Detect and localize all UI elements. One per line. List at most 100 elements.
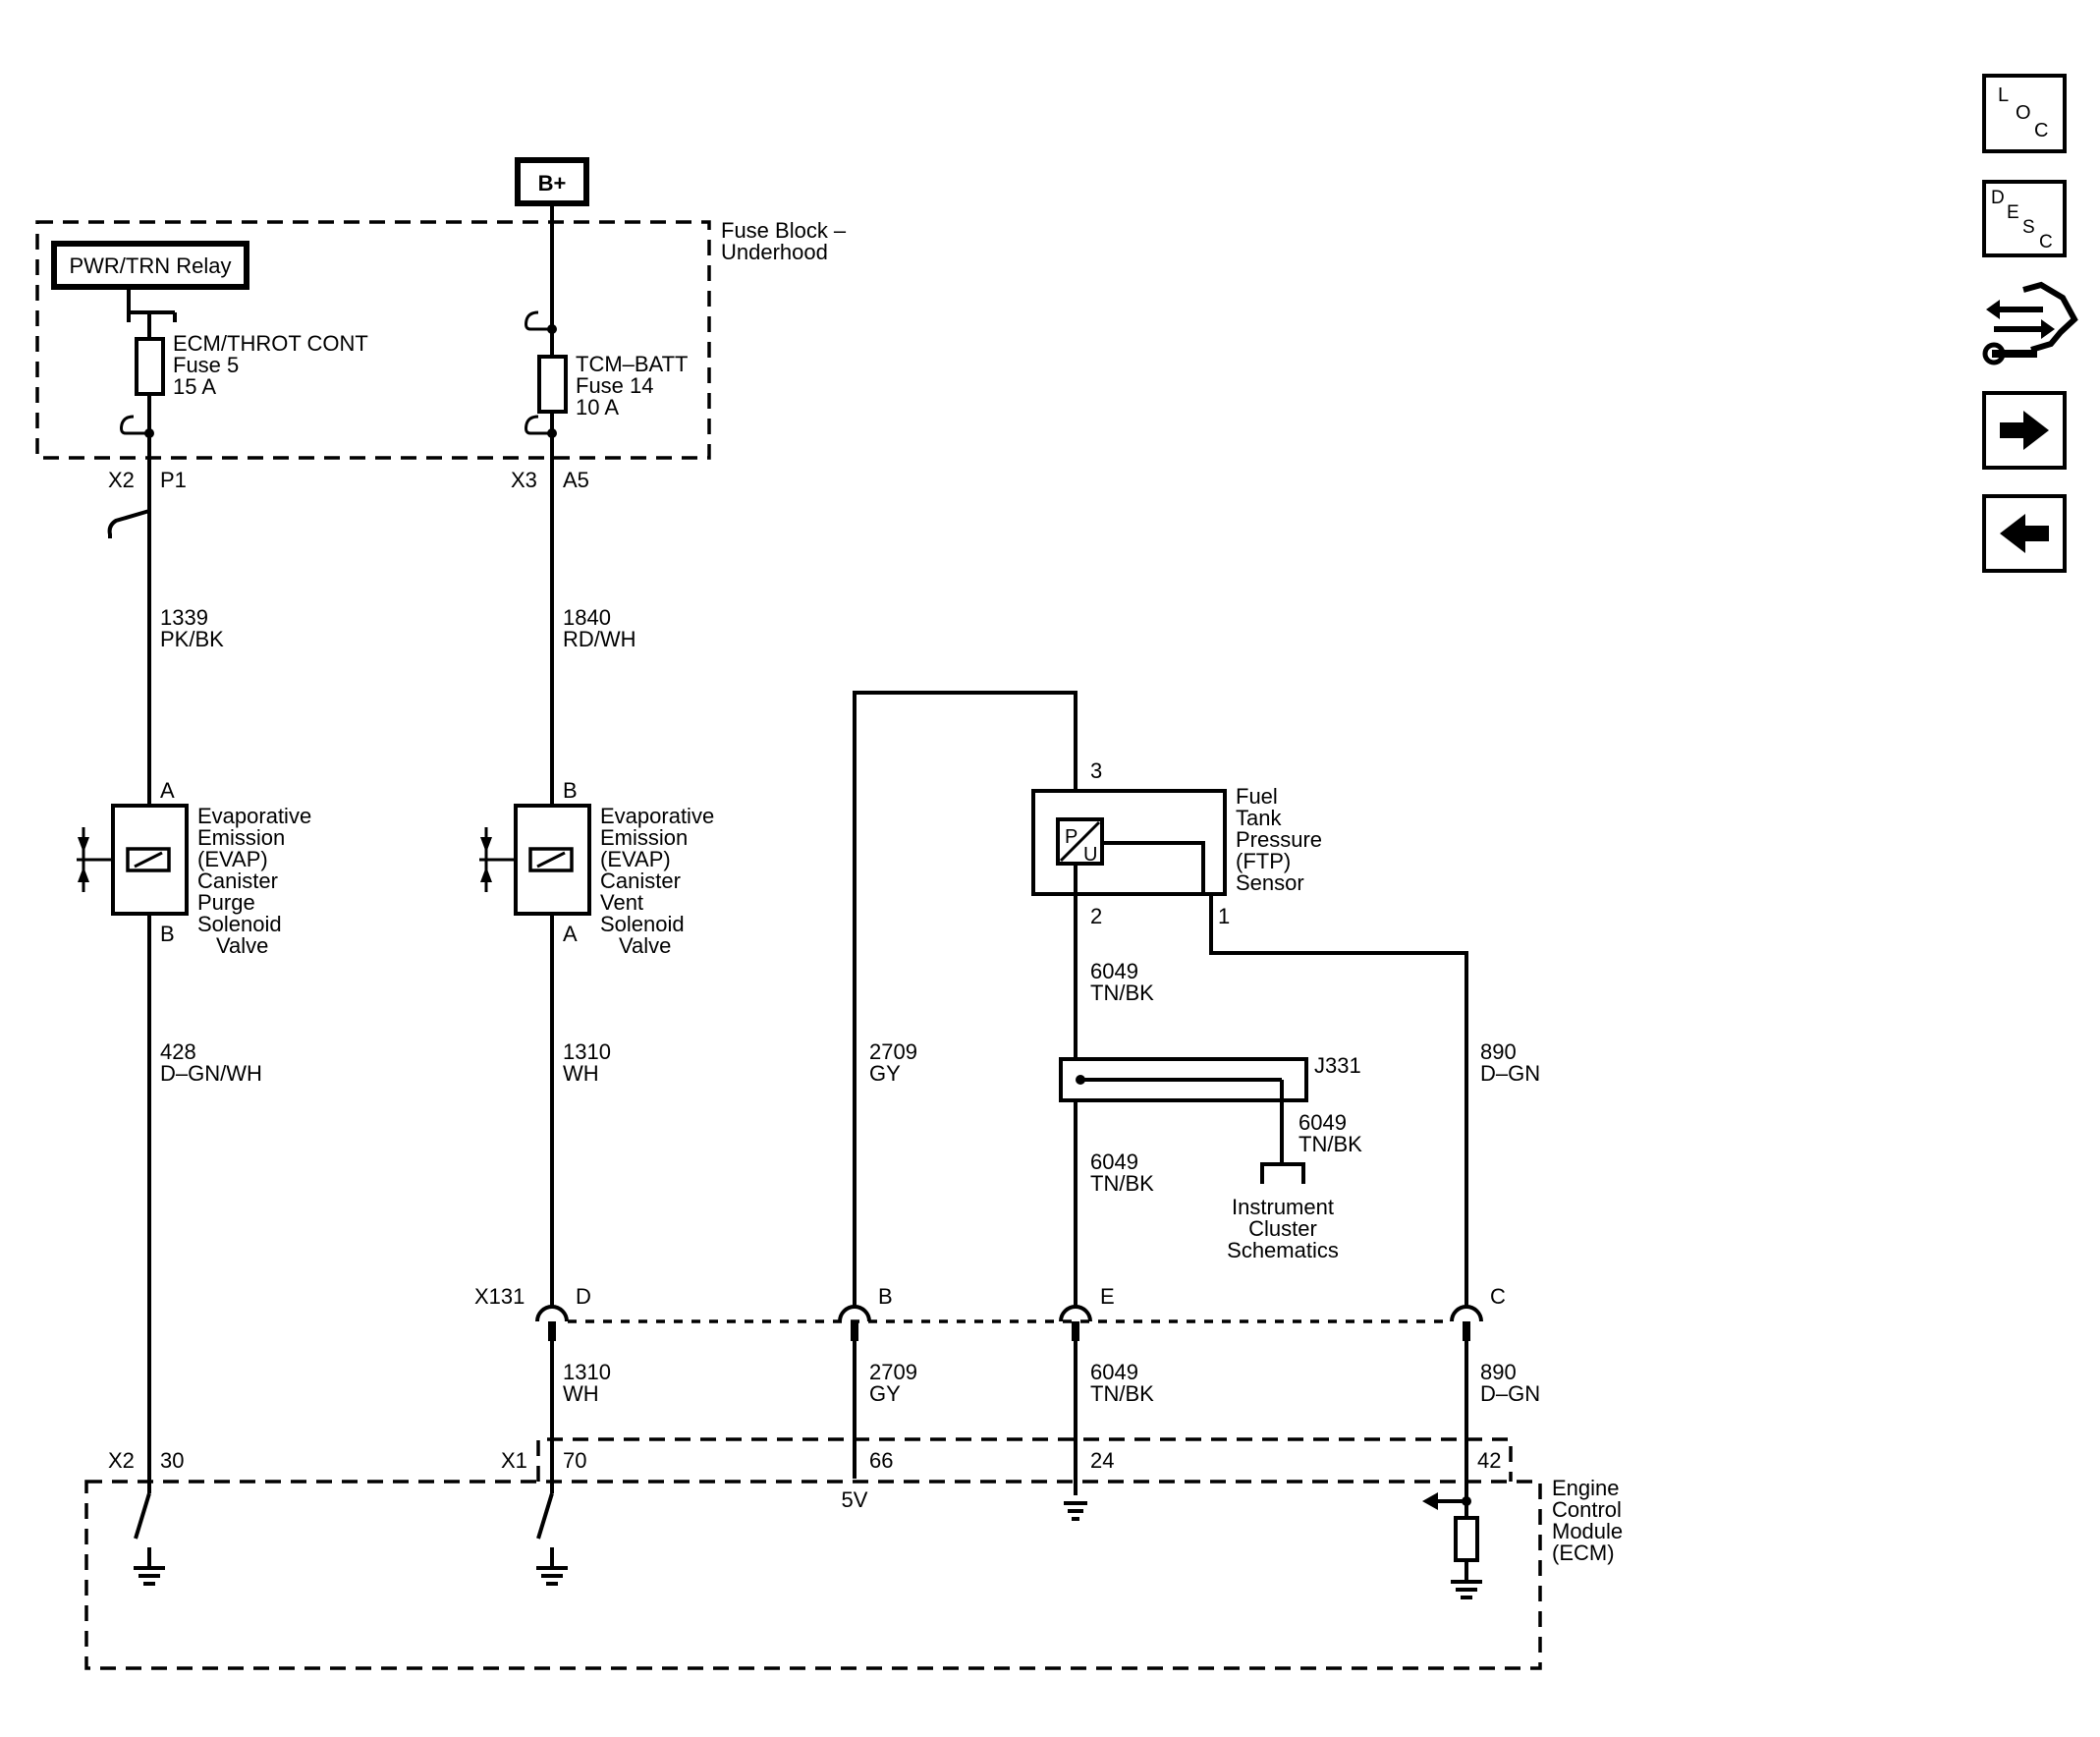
ftp-u-label: U [1083, 844, 1097, 866]
desc-letter-d: D [1991, 188, 2005, 208]
wire-6049-a-color: TN/BK [1090, 981, 1154, 1005]
x131-pin-c: C [1490, 1284, 1506, 1309]
next-arrow-button[interactable] [1982, 391, 2067, 470]
svg-text:Cluster: Cluster [1248, 1216, 1317, 1241]
connector-x2-bottom: X2 [108, 1448, 135, 1473]
svg-text:Module: Module [1552, 1519, 1623, 1543]
svg-text:Engine: Engine [1552, 1476, 1620, 1500]
loc-letter-o: O [2016, 102, 2031, 124]
fuse-14-label-1: TCM–BATT [576, 352, 688, 376]
x131-pin-d: D [576, 1284, 591, 1309]
wire-6049-b-num: 6049 [1090, 1149, 1138, 1174]
wire-1310-lower-num: 1310 [563, 1360, 611, 1384]
loc-letter-l: L [1998, 84, 2009, 106]
pwr-trn-relay-box [51, 241, 249, 290]
ecm-module [84, 1437, 1542, 1670]
svg-text:Pressure: Pressure [1236, 827, 1322, 852]
ftp-pin-2: 2 [1090, 904, 1102, 928]
ecm-5v-reference: 5V [842, 1487, 868, 1512]
svg-text:(EVAP): (EVAP) [197, 847, 268, 871]
ftp-circuit: P U [853, 691, 1468, 1307]
wire-2709-lower-num: 2709 [869, 1360, 917, 1384]
svg-text:Emission: Emission [197, 825, 285, 850]
ecm-pin-30: 30 [160, 1448, 184, 1473]
svg-text:Instrument: Instrument [1232, 1195, 1334, 1219]
wire-6049-c-color: TN/BK [1299, 1132, 1362, 1156]
connector-x1: X1 [501, 1448, 527, 1473]
wire-1840-num: 1840 [563, 605, 611, 630]
ftp-p-label: P [1065, 826, 1078, 848]
fuse-5-symbol [135, 337, 165, 396]
wire-1310-upper-color: WH [563, 1061, 599, 1086]
fuse-14-label-2: Fuse 14 [576, 373, 654, 398]
wire-6049-c-num: 6049 [1299, 1110, 1347, 1135]
instrument-cluster-reference: Instrument Cluster Schematics [1227, 1195, 1339, 1262]
svg-text:Fuel: Fuel [1236, 784, 1278, 809]
purge-pin-b: B [160, 922, 175, 946]
connector-x3-top: X3 [511, 468, 537, 492]
wire-1339-num: 1339 [160, 605, 208, 630]
description-button[interactable]: D E S C [1982, 180, 2067, 257]
svg-text:Canister: Canister [600, 868, 681, 893]
fuse-5-label-2: Fuse 5 [173, 353, 239, 377]
x131-connector [535, 1305, 1483, 1560]
svg-text:(FTP): (FTP) [1236, 849, 1291, 873]
svg-text:Canister: Canister [197, 868, 278, 893]
vent-circuit [479, 203, 591, 1586]
wire-2709-lower-color: GY [869, 1381, 901, 1406]
battery-positive-label: B+ [538, 171, 567, 196]
purge-solenoid-label: Evaporative Emission (EVAP) Canister Pur… [197, 804, 311, 958]
previous-arrow-button[interactable] [1982, 494, 2067, 573]
connector-tool-icon[interactable] [1982, 281, 2078, 365]
svg-text:Schematics: Schematics [1227, 1238, 1339, 1262]
wire-428-num: 428 [160, 1039, 196, 1064]
svg-text:Sensor: Sensor [1236, 870, 1304, 895]
j331-label: J331 [1314, 1053, 1361, 1078]
fuse-14-label-3: 10 A [576, 395, 619, 420]
svg-text:Solenoid: Solenoid [197, 912, 282, 936]
wire-428-color: D–GN/WH [160, 1061, 262, 1086]
left-arrow-icon [2000, 514, 2049, 553]
loc-letter-c: C [2034, 120, 2048, 141]
wire-2709-upper-color: GY [869, 1061, 901, 1086]
wire-1339-color: PK/BK [160, 627, 224, 651]
wire-890-lower-color: D–GN [1480, 1381, 1540, 1406]
wire-6049-b-color: TN/BK [1090, 1171, 1154, 1196]
battery-positive-box [515, 157, 589, 206]
ecm-label: Engine Control Module (ECM) [1552, 1476, 1623, 1565]
wire-1310-lower-color: WH [563, 1381, 599, 1406]
right-arrow-icon [2000, 411, 2049, 450]
svg-text:(ECM): (ECM) [1552, 1541, 1615, 1565]
ftp-sensor-label: Fuel Tank Pressure (FTP) Sensor [1236, 784, 1322, 895]
svg-text:Evaporative: Evaporative [197, 804, 311, 828]
vent-solenoid-label: Evaporative Emission (EVAP) Canister Ven… [600, 804, 714, 958]
fuse-5-label-1: ECM/THROT CONT [173, 331, 368, 356]
vent-pin-a: A [563, 922, 578, 946]
location-button[interactable]: L O C [1982, 74, 2067, 153]
purge-circuit [77, 287, 189, 1586]
svg-text:Tank: Tank [1236, 806, 1282, 830]
svg-text:Solenoid: Solenoid [600, 912, 685, 936]
ecm-pin-66: 66 [869, 1448, 893, 1473]
fuse-5-label-3: 15 A [173, 374, 216, 399]
fuse-block-label-1: Fuse Block – [721, 218, 847, 243]
purge-pin-a: A [160, 778, 175, 803]
desc-letter-s: S [2022, 217, 2035, 238]
wire-6049-d-num: 6049 [1090, 1360, 1138, 1384]
svg-text:Evaporative: Evaporative [600, 804, 714, 828]
wire-1840-color: RD/WH [563, 627, 636, 651]
svg-text:Valve: Valve [619, 933, 671, 958]
svg-text:Purge: Purge [197, 890, 255, 915]
desc-letter-c: C [2039, 232, 2053, 252]
connector-p1: P1 [160, 468, 187, 492]
x131-pin-e: E [1100, 1284, 1115, 1309]
wire-890-lower-num: 890 [1480, 1360, 1517, 1384]
ecm-pin-70: 70 [563, 1448, 586, 1473]
wire-890-upper-color: D–GN [1480, 1061, 1540, 1086]
wire-1310-upper-num: 1310 [563, 1039, 611, 1064]
connector-x2-top: X2 [108, 468, 135, 492]
connector-a5: A5 [563, 468, 589, 492]
fuse-14-symbol [537, 355, 568, 414]
svg-text:Emission: Emission [600, 825, 688, 850]
